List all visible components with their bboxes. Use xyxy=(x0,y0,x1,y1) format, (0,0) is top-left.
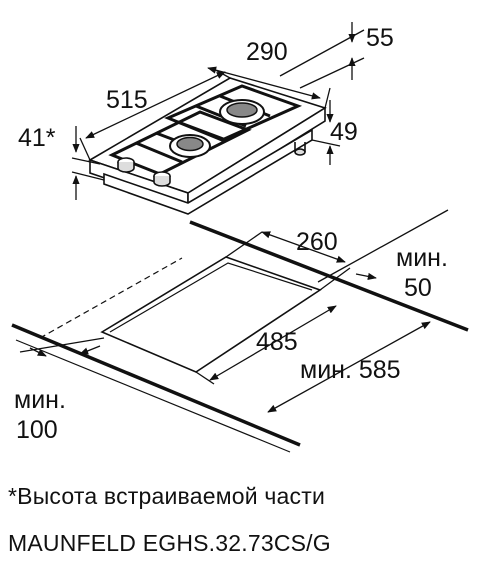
dim-side-height: 49 xyxy=(330,118,358,146)
dim-top-offset: 55 xyxy=(366,24,394,52)
dim-embed-height: 41* xyxy=(18,124,56,152)
hob-dimension-lines xyxy=(71,22,365,200)
dim-cutout-width: 260 xyxy=(296,228,338,256)
dim-min-front-value: 100 xyxy=(16,416,58,444)
dim-cutout-depth: 485 xyxy=(256,328,298,356)
hob-side-edge xyxy=(187,106,326,208)
footnote: *Высота встраиваемой части xyxy=(8,483,325,509)
gas-connector xyxy=(294,148,306,156)
dim-hob-width: 290 xyxy=(246,38,288,66)
dim-min-rear-label: мин. xyxy=(396,244,448,272)
model-name: MAUNFELD EGHS.32.73CS/G xyxy=(8,530,331,556)
countertop-dimension-lines xyxy=(19,209,449,413)
hob-installation-diagram: 290 515 55 49 41* 260 мин. 50 485 мин. 5… xyxy=(11,22,469,453)
dim-min-side: мин. 585 xyxy=(300,356,401,384)
dim-min-front-label: мин. xyxy=(14,386,66,414)
dim-hob-depth: 515 xyxy=(106,86,148,114)
dim-min-rear-value: 50 xyxy=(404,274,432,302)
